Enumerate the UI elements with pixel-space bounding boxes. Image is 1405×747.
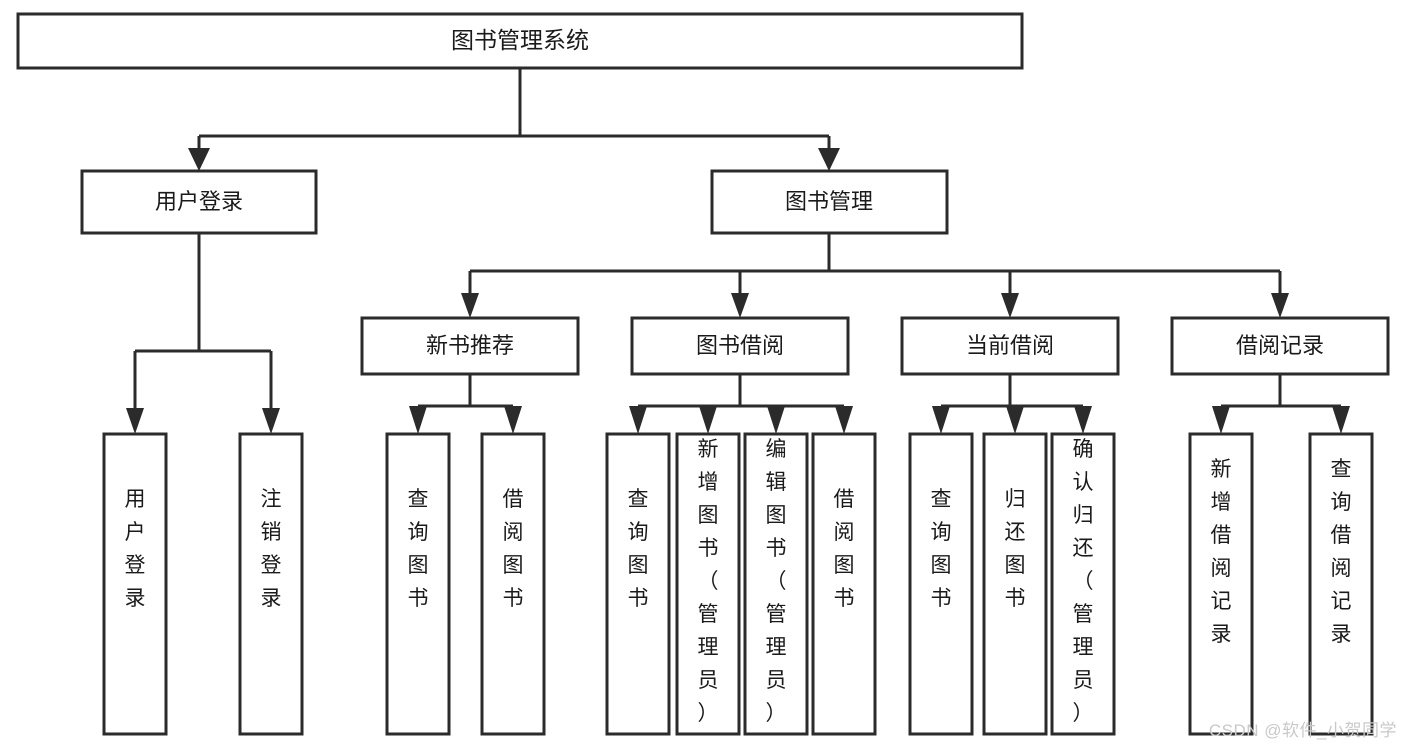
node-leaf-query-book-1[interactable]: 查询图书: [385, 432, 451, 736]
node-user-login-label: 用户登录: [155, 189, 243, 214]
node-new-book-rec-box[interactable]: [360, 316, 580, 376]
arrowhead-bm-to-book-borrow: [731, 293, 749, 318]
node-leaf-add-book[interactable]: 新增图书（管理员）: [675, 432, 741, 736]
node-leaf-edit-book-label: 编辑图书（管理员）: [766, 438, 787, 725]
arrowhead-root-to-book-manage: [818, 148, 840, 171]
node-leaf-user-login[interactable]: 用户登录: [102, 432, 168, 736]
arrowhead-ul-to-leaf-login: [126, 408, 144, 434]
node-root-label: 图书管理系统: [451, 27, 589, 53]
arrowhead-br-to-add-record: [1212, 406, 1230, 434]
node-leaf-query-record[interactable]: 查询借阅记录: [1308, 432, 1374, 736]
arrowhead-bm-to-current-borrow: [1001, 293, 1019, 318]
arrowhead-ul-to-leaf-logout: [262, 408, 280, 434]
node-current-borrow-box[interactable]: [900, 316, 1120, 376]
arrowhead-bb-to-query-book: [629, 406, 647, 434]
arrowhead-cb-to-return-book: [1006, 406, 1024, 434]
node-leaf-confirm-return[interactable]: 确认归还（管理员）: [1050, 432, 1116, 736]
node-leaf-confirm-return-box[interactable]: [1050, 432, 1116, 736]
connector-layer: [126, 68, 1350, 434]
node-leaf-borrow-book-1-label: 借阅图书: [503, 488, 524, 610]
node-leaf-user-login-box[interactable]: [102, 432, 168, 736]
node-borrow-record-label: 借阅记录: [1236, 333, 1324, 358]
node-user-login-box[interactable]: [80, 169, 318, 235]
node-leaf-query-record-label: 查询借阅记录: [1331, 458, 1352, 646]
node-leaf-query-record-box[interactable]: [1308, 432, 1374, 736]
arrowhead-bb-to-add-book: [699, 406, 717, 434]
node-borrow-record[interactable]: 借阅记录: [1170, 316, 1390, 376]
node-leaf-user-logout-label: 注销登录: [261, 488, 282, 610]
node-leaf-borrow-book-2-box[interactable]: [811, 432, 877, 736]
node-leaf-confirm-return-label: 确认归还（管理员）: [1073, 438, 1094, 725]
node-leaf-query-book-3-box[interactable]: [908, 432, 974, 736]
node-leaf-add-book-label: 新增图书（管理员）: [698, 438, 719, 725]
node-leaf-borrow-book-1-box[interactable]: [480, 432, 546, 736]
arrowhead-bb-to-edit-book: [767, 406, 785, 434]
node-leaf-query-book-3-label: 查询图书: [931, 488, 952, 610]
node-leaf-borrow-book-1[interactable]: 借阅图书: [480, 432, 546, 736]
node-root[interactable]: 图书管理系统: [16, 12, 1024, 70]
node-leaf-edit-book-box[interactable]: [743, 432, 809, 736]
csdn-watermark: CSDN @软件_小贺同学: [1208, 721, 1397, 740]
arrowhead-nbr-to-query-book: [409, 406, 427, 434]
node-root-box[interactable]: [16, 12, 1024, 70]
node-book-manage-box[interactable]: [710, 169, 949, 235]
node-current-borrow-label: 当前借阅: [966, 333, 1054, 358]
node-leaf-query-book-1-label: 查询图书: [408, 488, 429, 610]
node-leaf-borrow-book-2-label: 借阅图书: [834, 488, 855, 610]
node-leaf-user-logout-box[interactable]: [238, 432, 304, 736]
node-borrow-record-box[interactable]: [1170, 316, 1390, 376]
node-leaf-borrow-book-2[interactable]: 借阅图书: [811, 432, 877, 736]
arrowhead-br-to-query-record: [1332, 406, 1350, 434]
node-book-manage[interactable]: 图书管理: [710, 169, 949, 235]
node-current-borrow[interactable]: 当前借阅: [900, 316, 1120, 376]
node-leaf-add-book-box[interactable]: [675, 432, 741, 736]
arrowhead-cb-to-query-book: [932, 406, 950, 434]
node-leaf-query-book-1-box[interactable]: [385, 432, 451, 736]
node-leaf-edit-book[interactable]: 编辑图书（管理员）: [743, 432, 809, 736]
node-book-borrow[interactable]: 图书借阅: [630, 316, 850, 376]
node-leaf-add-record-label: 新增借阅记录: [1211, 458, 1232, 646]
node-leaf-return-book-box[interactable]: [982, 432, 1048, 736]
node-leaf-return-book-label: 归还图书: [1005, 488, 1026, 610]
arrowhead-cb-to-confirm-return: [1074, 406, 1092, 434]
arrowhead-nbr-to-borrow-book: [504, 406, 522, 434]
arrowhead-bm-to-new-book-rec: [461, 293, 479, 318]
node-leaf-return-book[interactable]: 归还图书: [982, 432, 1048, 736]
node-new-book-rec-label: 新书推荐: [426, 333, 514, 358]
node-leaf-add-record[interactable]: 新增借阅记录: [1188, 432, 1254, 736]
node-leaf-query-book-3[interactable]: 查询图书: [908, 432, 974, 736]
node-book-manage-label: 图书管理: [785, 189, 873, 214]
arrowhead-root-to-user-login: [188, 148, 210, 171]
node-user-login[interactable]: 用户登录: [80, 169, 318, 235]
arrowhead-bm-to-borrow-record: [1271, 293, 1289, 318]
node-book-borrow-label: 图书借阅: [696, 333, 784, 358]
node-book-borrow-box[interactable]: [630, 316, 850, 376]
node-leaf-user-login-label: 用户登录: [125, 488, 146, 610]
node-leaf-query-book-2-label: 查询图书: [628, 488, 649, 610]
node-leaf-add-record-box[interactable]: [1188, 432, 1254, 736]
node-leaf-query-book-2-box[interactable]: [605, 432, 671, 736]
arrowhead-bb-to-borrow-book: [835, 406, 853, 434]
node-new-book-rec[interactable]: 新书推荐: [360, 316, 580, 376]
node-leaf-query-book-2[interactable]: 查询图书: [605, 432, 671, 736]
node-leaf-user-logout[interactable]: 注销登录: [238, 432, 304, 736]
